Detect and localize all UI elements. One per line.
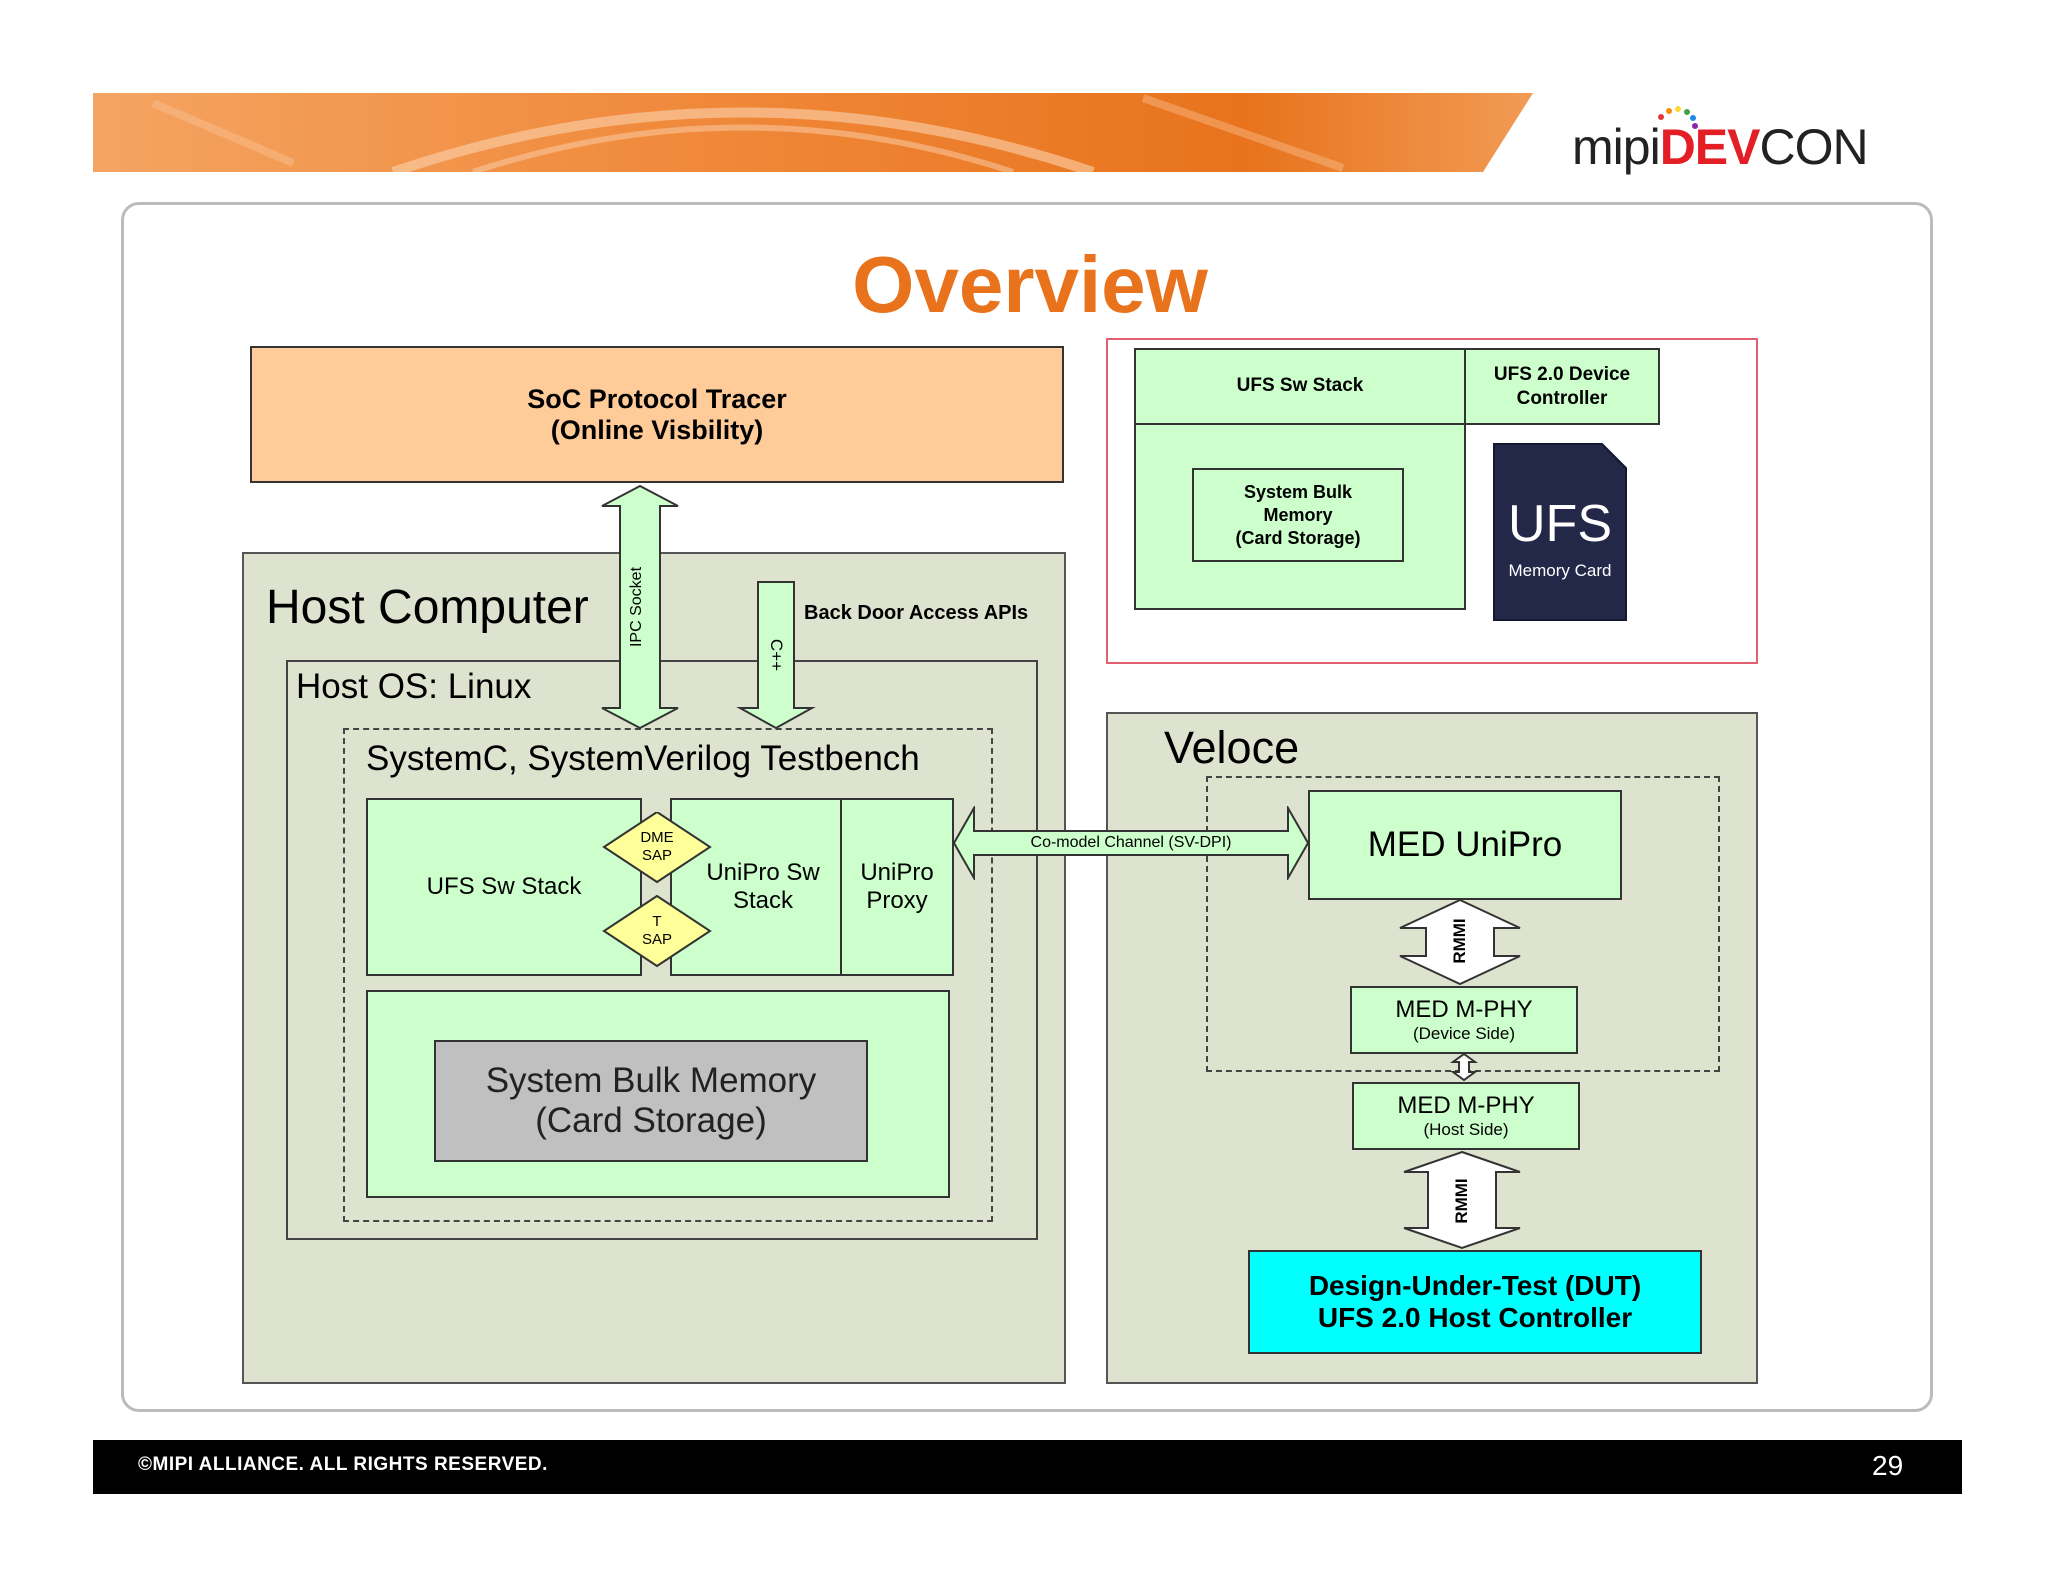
testbench-label: SystemC, SystemVerilog Testbench <box>366 739 920 778</box>
inset-stack-box <box>1134 348 1466 610</box>
page-number: 29 <box>1872 1450 1904 1481</box>
ipc-socket-arrow <box>601 484 679 730</box>
tracer-line2: (Online Visbility) <box>550 414 764 445</box>
footer-bar <box>93 1440 1962 1494</box>
header-banner <box>93 93 1533 177</box>
rmmi-bottom-label: RMMI <box>1452 1178 1471 1224</box>
page-title: Overview <box>852 240 1208 329</box>
dme-sap-label: DME SAP <box>620 824 694 870</box>
rmmi-top-label: RMMI <box>1450 918 1469 964</box>
dme-sap-line1: DME <box>640 829 674 846</box>
system-bulk-memory-line1: System Bulk Memory <box>485 1061 817 1100</box>
footer-copyright: ©MIPI ALLIANCE. ALL RIGHTS RESERVED. <box>138 1454 548 1475</box>
tracer-line1: SoC Protocol Tracer <box>527 383 787 414</box>
unipro-sw-stack-line2: Stack <box>732 887 794 914</box>
mphy-link-arrow <box>1449 1052 1479 1082</box>
veloce-label: Veloce <box>1164 722 1300 773</box>
comodel-channel-arrow <box>952 806 1310 880</box>
t-sap-diamond <box>602 894 712 968</box>
back-door-label: Back Door Access APIs <box>804 602 1029 624</box>
dme-sap-line2: SAP <box>641 847 672 864</box>
ipc-socket-label: IPC Socket <box>628 566 645 648</box>
vertical-arrows <box>601 484 816 730</box>
unipro-proxy-line2: Proxy <box>866 887 928 914</box>
med-unipro-box: MED UniPro <box>1308 790 1622 900</box>
soc-protocol-tracer-box: SoC Protocol Tracer (Online Visbility) <box>250 346 1064 483</box>
med-mphy-device-line2: (Device Side) <box>1412 1024 1516 1043</box>
ufs-memory-card-icon <box>1493 443 1627 621</box>
host-computer-label: Host Computer <box>266 581 589 634</box>
cpp-label: C++ <box>767 638 786 672</box>
system-bulk-memory-box: System Bulk Memory (Card Storage) <box>434 1040 868 1162</box>
inset-device-controller-line2: Controller <box>1516 387 1608 409</box>
inset-stack-divider <box>1134 423 1466 425</box>
card-label: Memory Card <box>1508 561 1612 580</box>
comodel-channel-label: Co-model Channel (SV-DPI) <box>1030 834 1232 851</box>
logo-con: CON <box>1759 119 1869 175</box>
banner-graphic <box>93 93 1533 177</box>
rmmi-bottom-arrow <box>1403 1150 1521 1250</box>
med-mphy-host-line2: (Host Side) <box>1423 1120 1509 1139</box>
content-frame <box>121 202 1933 1412</box>
t-sap-label: T SAP <box>620 908 694 954</box>
inset-system-bulk-line3: (Card Storage) <box>1235 527 1361 548</box>
med-mphy-device-line1: MED M-PHY <box>1395 996 1533 1023</box>
sap-diamonds <box>602 812 712 968</box>
ufs-sw-stack-box: UFS Sw Stack <box>366 798 642 976</box>
unipro-proxy-line1: UniPro <box>860 859 934 886</box>
rmmi-top-arrow <box>1399 898 1521 986</box>
dut-box: Design-Under-Test (DUT) UFS 2.0 Host Con… <box>1248 1250 1702 1354</box>
t-sap-line1: T <box>652 913 662 930</box>
med-mphy-host-line1: MED M-PHY <box>1397 1092 1535 1119</box>
inset-system-bulk-box: System Bulk Memory (Card Storage) <box>1192 468 1404 562</box>
med-mphy-host-box: MED M-PHY (Host Side) <box>1352 1082 1580 1150</box>
host-os-box <box>286 660 1038 1240</box>
system-bulk-memory-line2: (Card Storage) <box>535 1101 767 1140</box>
logo-mipi: mipi <box>1572 119 1661 175</box>
card-brand: UFS <box>1508 495 1612 553</box>
inset-system-bulk-line1: System Bulk <box>1243 481 1353 502</box>
logo-dots-icon <box>1658 106 1698 129</box>
unipro-proxy-box: UniPro Proxy <box>840 798 954 976</box>
dut-line1: Design-Under-Test (DUT) <box>1308 1270 1642 1301</box>
mipi-devcon-logo: mipiDEVCON <box>1572 100 1912 180</box>
host-os-label: Host OS: Linux <box>296 667 532 706</box>
dut-line2: UFS 2.0 Host Controller <box>1317 1302 1633 1333</box>
testbench-box <box>343 728 993 1222</box>
dme-sap-diamond <box>602 812 712 884</box>
inset-ufs-sw-stack-label: UFS Sw Stack <box>1236 375 1364 396</box>
inset-system-bulk-line2: Memory <box>1263 504 1333 525</box>
ufs-sw-stack-label: UFS Sw Stack <box>426 873 582 900</box>
inset-box <box>1106 338 1758 664</box>
unipro-sw-stack-box: UniPro Sw Stack <box>670 798 842 976</box>
med-mphy-device-box: MED M-PHY (Device Side) <box>1350 986 1578 1054</box>
veloce-arrows <box>1399 898 1521 1250</box>
med-unipro-label: MED UniPro <box>1367 825 1563 864</box>
back-door-arrow <box>736 581 816 730</box>
inset-device-controller-box: UFS 2.0 Device Controller <box>1464 348 1660 425</box>
logo-dev: DEV <box>1659 119 1761 175</box>
inset-device-controller-line1: UFS 2.0 Device <box>1493 363 1631 385</box>
t-sap-line2: SAP <box>641 931 672 948</box>
unipro-sw-stack-line1: UniPro Sw <box>706 859 820 886</box>
